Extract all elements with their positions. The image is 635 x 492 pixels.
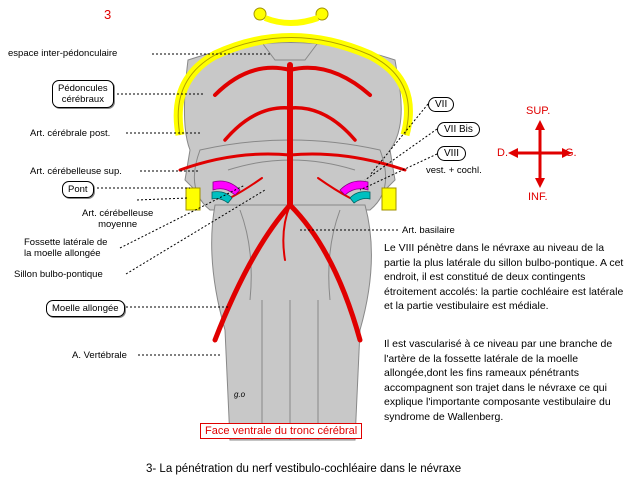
middle-cerebellar-arteries (178, 152, 407, 172)
figure-caption: 3- La pénétration du nerf vestibulo-coch… (146, 463, 462, 475)
label-pedoncules-line1: Pédoncules (58, 83, 108, 94)
explanation-paragraph-2: Il est vascularisé à ce niveau par une b… (384, 338, 613, 423)
vertebral-artery-right (287, 202, 363, 343)
nerve-viii-desc: vest. + cochl. (426, 165, 482, 176)
nerves-left (185, 180, 241, 211)
label-espace-inter-pedonculaire: espace inter-pédonculaire (8, 48, 118, 59)
orientation-inf: INF. (528, 191, 548, 203)
explanation-paragraph-1: Le VIII pénètre dans le névraxe au nivea… (384, 242, 624, 313)
label-moelle-allongee: Moelle allongée (46, 300, 125, 317)
label-fossette-line2: la moelle allongée (24, 248, 101, 259)
label-sillon-bulbo-pontique: Sillon bulbo-pontique (14, 269, 103, 280)
label-fossette-line1: Fossette latérale de (24, 237, 108, 248)
orientation-d: D. (497, 147, 508, 159)
posterior-cerebral-arteries (213, 65, 372, 97)
signature: g.o (234, 390, 246, 399)
nerve-viii: VIII (437, 146, 467, 161)
chiasm-knob-right (315, 7, 329, 21)
label-art-cerebelleuse-moyenne: Art. cérébelleuse moyenne (82, 208, 153, 230)
orientation-cross (508, 120, 572, 188)
vertebral-artery-left (212, 202, 293, 343)
label-art-cerebelleuse-moyenne-line1: Art. cérébelleuse (82, 208, 154, 219)
label-art-basilaire: Art. basilaire (402, 225, 455, 236)
medulla-shape (211, 204, 372, 441)
figure-number: 3 (104, 7, 112, 22)
nerve-vii-bis: VII Bis (437, 122, 480, 137)
nerve-vii: VII (428, 97, 455, 112)
face-ventrale-label: Face ventrale du tronc cérébral (200, 423, 363, 439)
chiasm-knob-left (253, 7, 267, 21)
label-art-cerebelleuse-sup: Art. cérébelleuse sup. (30, 166, 122, 177)
superior-cerebellar-arteries (223, 106, 357, 142)
label-pedoncules-line2: cérébraux (61, 94, 104, 105)
label-fossette: Fossette latérale de la moelle allongée (24, 237, 107, 259)
nerves-right (339, 180, 397, 211)
orientation-sup: SUP. (526, 105, 551, 117)
label-a-vertebrale: A. Vertébrale (72, 350, 127, 361)
label-pont: Pont (62, 181, 94, 198)
orientation-g: G. (565, 147, 577, 159)
label-art-cerebelleuse-moyenne-line2: moyenne (98, 219, 138, 230)
label-art-cerebrale-post: Art. cérébrale post. (30, 128, 111, 139)
label-pedoncules: Pédoncules cérébraux (52, 80, 114, 108)
